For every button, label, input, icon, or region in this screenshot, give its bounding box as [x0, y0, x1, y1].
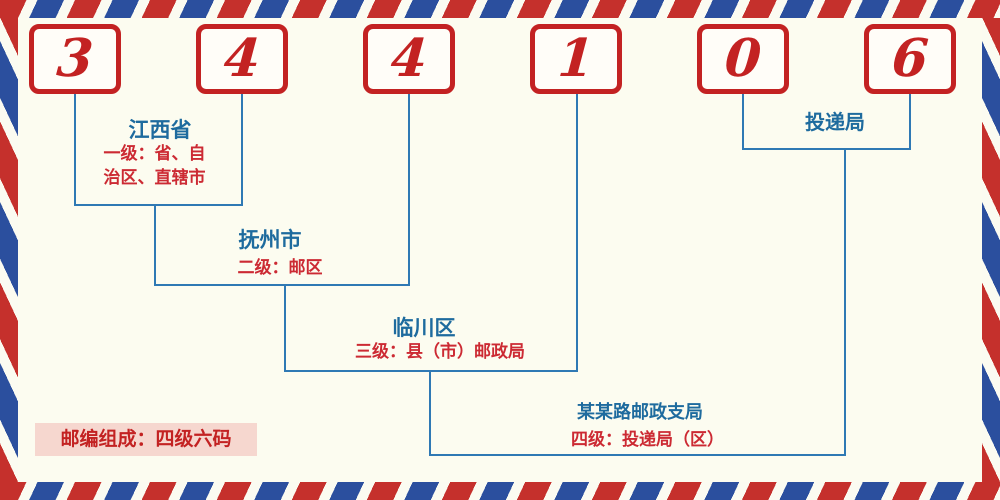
digit-box-3: 4	[363, 24, 455, 94]
level2-description: 二级：邮区	[237, 258, 323, 277]
bracket-delivery-line	[742, 148, 911, 150]
connector-digit2-line	[241, 94, 243, 206]
connector-digit5-line	[742, 94, 744, 150]
bracket-level4-line	[429, 454, 846, 456]
digit-6: 6	[889, 28, 931, 89]
riser-delivery-line	[844, 148, 846, 456]
connector-digit3-line	[408, 94, 410, 286]
digit-box-5: 0	[697, 24, 789, 94]
drop-level2-line	[154, 204, 156, 286]
digit-box-4: 1	[530, 24, 622, 94]
connector-digit4-line	[576, 94, 578, 372]
composition-note: 邮编组成：四级六码	[35, 423, 257, 456]
delivery-office-label: 投递局	[805, 112, 865, 134]
branch-name: 某某路邮政支局	[577, 402, 703, 422]
province-name: 江西省	[128, 119, 192, 142]
digit-box-6: 6	[864, 24, 956, 94]
digit-4: 1	[555, 28, 597, 89]
drop-level3-line	[284, 284, 286, 372]
drop-level4-line	[429, 370, 431, 456]
airmail-border-right	[982, 0, 1000, 500]
digit-1: 3	[54, 28, 96, 89]
level3-description: 三级：县（市）邮政局	[355, 342, 525, 361]
digit-box-2: 4	[196, 24, 288, 94]
district-name: 临川区	[392, 317, 456, 340]
connector-digit1-line	[74, 94, 76, 206]
level4-description: 四级：投递局（区）	[571, 430, 724, 449]
level1-description-line1: 一级：省、自	[103, 144, 206, 163]
digit-box-1: 3	[29, 24, 121, 94]
bracket-level2-line	[154, 284, 410, 286]
connector-digit6-line	[909, 94, 911, 150]
airmail-border-top	[0, 0, 1000, 18]
level1-description-line2: 治区、直辖市	[103, 168, 206, 187]
airmail-border-bottom	[0, 482, 1000, 500]
digit-2: 4	[221, 28, 263, 89]
airmail-border-left	[0, 0, 18, 500]
bracket-level3-line	[284, 370, 578, 372]
level1-description: 一级：省、自 治区、直辖市	[72, 142, 237, 190]
digit-5: 0	[722, 28, 764, 89]
digit-3: 4	[388, 28, 430, 89]
bracket-level1-line	[74, 204, 243, 206]
city-name: 抚州市	[238, 229, 302, 252]
